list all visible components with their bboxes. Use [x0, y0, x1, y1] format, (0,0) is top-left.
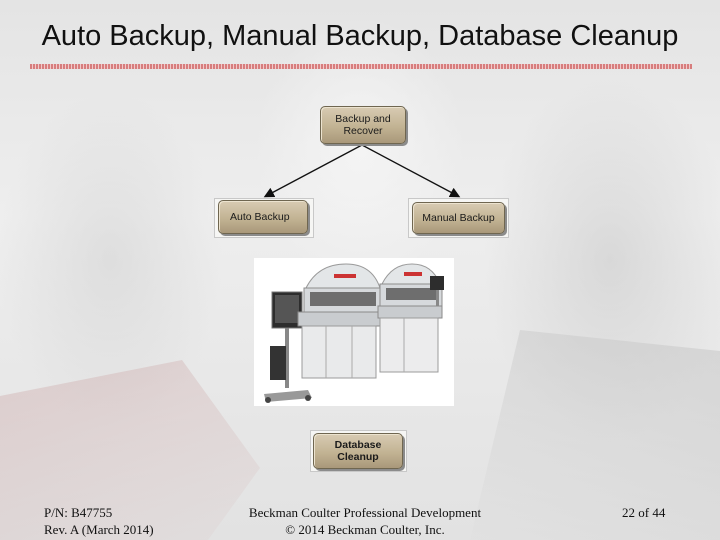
- analyzer-instrument-image: [254, 258, 454, 406]
- manual-backup-label: Manual Backup: [422, 212, 495, 224]
- copyright: © 2014 Beckman Coulter, Inc.: [285, 522, 445, 537]
- auto-backup-button[interactable]: Auto Backup: [218, 200, 308, 234]
- page-number: 22 of 44: [622, 505, 666, 520]
- footer-document-info: P/N: B47755 Rev. A (March 2014): [44, 504, 154, 538]
- database-cleanup-button[interactable]: Database Cleanup: [313, 433, 403, 469]
- backup-and-recover-label: Backup and Recover: [335, 113, 391, 137]
- database-cleanup-label: Database Cleanup: [334, 439, 382, 463]
- backup-and-recover-button[interactable]: Backup and Recover: [320, 106, 406, 144]
- footer-company: Beckman Coulter Professional Development…: [200, 504, 530, 538]
- slide-title: Auto Backup, Manual Backup, Database Cle…: [41, 20, 679, 52]
- part-number: P/N: B47755: [44, 505, 113, 520]
- title-divider: [30, 64, 692, 69]
- analyzer-drawing: [264, 263, 444, 403]
- manual-backup-button[interactable]: Manual Backup: [412, 202, 505, 234]
- company-line: Beckman Coulter Professional Development: [248, 505, 482, 520]
- revision: Rev. A (March 2014): [44, 522, 154, 537]
- auto-backup-label: Auto Backup: [230, 211, 290, 223]
